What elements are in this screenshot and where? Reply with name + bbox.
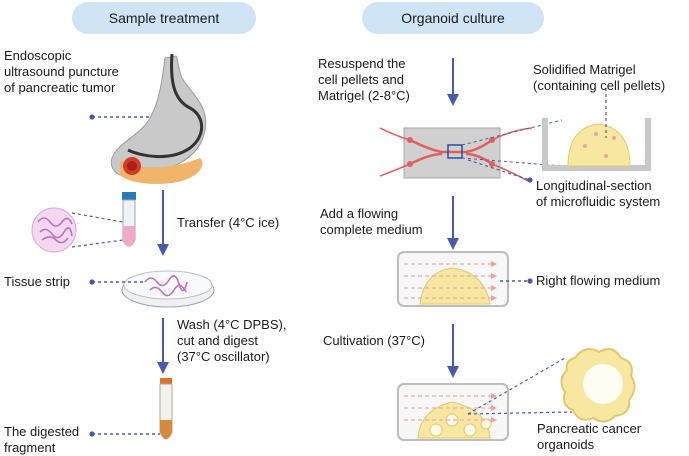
digested-tube-icon [159,378,173,440]
label-tissue-strip: Tissue strip [4,274,70,289]
petri-dish-icon [121,270,215,308]
label-longitudinal-section: Longitudinal-section of microfluidic sys… [536,178,661,209]
matrigel-section-icon [542,118,651,171]
flowing-medium-chamber-icon [397,251,509,307]
test-tube-icon [122,192,136,247]
label-puncture: Endoscopic ultrasound puncture of pancre… [4,48,119,95]
label-transfer: Transfer (4°C ice) [177,215,280,230]
header-organoid-culture: Organoid culture [362,2,544,34]
label-wash: Wash (4°C DPBS), cut and digest (37°C os… [177,317,287,364]
tissue-magnified-icon [31,207,77,253]
stomach-endoscope-icon [110,53,207,184]
organoid-chamber-icon [397,383,509,441]
label-resuspend: Resuspend the cell pellets and Matrigel … [318,56,410,103]
label-right-flowing: Right flowing medium [536,273,661,288]
header-sample-treatment: Sample treatment [72,2,256,34]
label-cultivation: Cultivation (37°C) [323,333,426,348]
label-organoids: Pancreatic cancer organoids [537,421,642,452]
label-add-flowing-medium: Add a flowing complete medium [320,206,423,237]
microfluidic-chip-icon [379,127,533,183]
organoid-magnified-icon [560,348,636,423]
puncture-dot [89,114,95,120]
label-digested-fragment: The digested fragment [4,424,80,455]
label-matrigel: Solidified Matrigel (containing cell pel… [533,62,666,93]
